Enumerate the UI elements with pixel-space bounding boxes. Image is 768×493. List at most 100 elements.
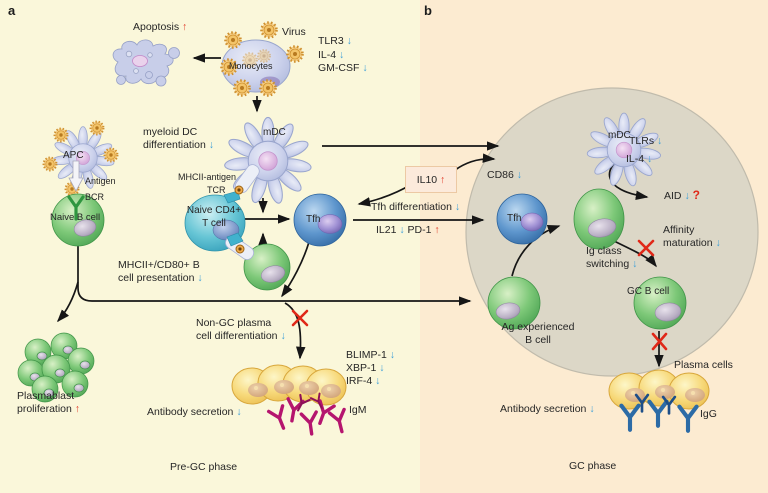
- cd86-text: CD86: [487, 169, 514, 181]
- tfh-cell-b: [496, 193, 548, 245]
- tfh-differentiation-label: Tfh differentiation ↓: [371, 201, 460, 214]
- bcr-label: BCR: [85, 192, 105, 202]
- pre-gc-phase-label: Pre-GC phase: [170, 461, 238, 473]
- ag-experienced-b-cell: [487, 276, 541, 330]
- down-arrow: ↓: [454, 201, 461, 213]
- ig-class-line2: switching ↓: [586, 258, 637, 271]
- cd86-label: CD86 ↓: [487, 169, 522, 182]
- down-arrow: ↓: [346, 35, 352, 47]
- gc-b-cell-label: GC B cell: [627, 286, 670, 297]
- down-arrow: ↓: [236, 406, 242, 418]
- plasma-cells-label-b: Plasma cells: [674, 359, 733, 371]
- plasmablast-line2-text: proliferation: [17, 403, 72, 415]
- ag-experienced-line1: Ag experienced: [501, 321, 575, 333]
- irf4-item: IRF-4 ↓: [346, 375, 395, 388]
- down-arrow: ↓: [399, 224, 405, 236]
- down-arrow: ↓: [339, 48, 345, 61]
- down-arrow: ↓: [362, 62, 368, 74]
- tlrs-label: TLRs ↓: [629, 135, 662, 148]
- affinity-line2: maturation ↓: [663, 237, 721, 250]
- down-arrow: ↓: [197, 272, 203, 284]
- ig-class-line2-text: switching: [586, 258, 630, 270]
- gc-b-cell: [633, 276, 687, 330]
- antigen-label: Antigen: [85, 176, 116, 186]
- apoptosis-label: Apoptosis ↑: [133, 21, 187, 34]
- myeloid-dc-line2: differentiation ↓: [143, 139, 214, 152]
- b-cell-presenting: [243, 243, 291, 291]
- blimp1-item: BLIMP-1 ↓: [346, 349, 395, 362]
- up-arrow: ↑: [440, 173, 446, 186]
- arrow-agexp-to-greenb: [511, 225, 561, 277]
- naive-cd4-line2: T cell: [202, 218, 226, 229]
- question-mark: ?: [692, 188, 700, 202]
- gmcsf-text: GM-CSF: [318, 62, 360, 74]
- il4-text: IL-4: [318, 48, 337, 61]
- plasmablast-line2: proliferation ↑: [17, 403, 80, 416]
- down-arrow: ↓: [208, 139, 215, 151]
- cytokine-list-a: TLR3 ↓ IL-4 ↓ GM-CSF ↓: [318, 35, 368, 76]
- affinity-maturation-label: Affinity maturation ↓: [663, 224, 721, 250]
- down-arrow: ↓: [375, 375, 381, 387]
- plasmablast-line1: Plasmablast: [17, 390, 75, 402]
- non-gc-line1: Non-GC plasma: [196, 317, 272, 329]
- down-arrow: ↓: [657, 135, 663, 147]
- non-gc-label: Non-GC plasma cell differentiation ↓: [196, 317, 286, 343]
- arrow-tfh-to-junction: [281, 241, 310, 298]
- tfh-diff-text: Tfh differentiation: [371, 201, 452, 213]
- tlrs-text: TLRs: [629, 135, 655, 147]
- down-arrow: ↓: [684, 190, 690, 202]
- gc-phase-label: GC phase: [569, 460, 617, 472]
- antibody-secretion-label-a: Antibody secretion ↓: [147, 406, 242, 419]
- cytokine-gmcsf: GM-CSF ↓: [318, 62, 368, 76]
- ig-class-line1: Ig class: [586, 245, 622, 257]
- plasmablast-label: Plasmablast proliferation ↑: [17, 390, 80, 416]
- plasma-cells-a: [231, 364, 347, 406]
- xbp1-text: XBP-1: [346, 362, 377, 374]
- myeloid-dc-label: myeloid DC differentiation ↓: [143, 126, 214, 152]
- ig-class-switching-label: Ig class switching ↓: [586, 245, 637, 271]
- up-arrow: ↑: [434, 224, 440, 236]
- mhcii-cd80-label: MHCII+/CD80+ B cell presentation ↓: [118, 259, 203, 285]
- antigen-arrow: [68, 160, 84, 192]
- bcr-receptor: [67, 195, 85, 221]
- monocytes-label: Monocytes: [229, 61, 273, 71]
- non-gc-line2-text: cell differentiation: [196, 330, 278, 342]
- panel-a-letter: a: [8, 3, 16, 18]
- blocked-x-layer: [291, 239, 668, 351]
- mhcii-antigen-label: MHCII-antigen: [178, 172, 237, 182]
- up-arrow: ↑: [74, 403, 81, 415]
- down-arrow: ↓: [389, 349, 396, 361]
- plasmablast-cluster: [17, 332, 95, 403]
- il21-text: IL21: [376, 224, 397, 236]
- antibody-secretion-text-a: Antibody secretion: [147, 406, 234, 418]
- arrow-to-plasmablast: [56, 281, 79, 323]
- arrow-il10-to-cd86: [454, 153, 496, 171]
- igm-label: IgM: [349, 404, 367, 416]
- virus-label: Virus: [282, 26, 306, 38]
- down-arrow: ↓: [280, 330, 286, 342]
- il10-text: IL10: [416, 173, 438, 186]
- bcell-tcell-synapse: [225, 232, 255, 260]
- cytokine-tlr3: TLR3 ↓: [318, 35, 368, 49]
- down-arrow: ↓: [632, 258, 638, 270]
- apoptosis-text: Apoptosis: [133, 21, 180, 33]
- x-gcb-to-plasma: [651, 332, 668, 351]
- affinity-line2-text: maturation: [663, 237, 713, 249]
- xbp1-item: XBP-1 ↓: [346, 362, 395, 375]
- blimp1-text: BLIMP-1: [346, 349, 387, 361]
- antibody-secretion-text-b: Antibody secretion: [500, 403, 587, 415]
- mhcii-cd80-line2: cell presentation ↓: [118, 272, 203, 285]
- ag-experienced-line2: B cell: [525, 334, 551, 346]
- tfh-cell-a: [293, 193, 347, 247]
- gc-green-cell: [573, 188, 625, 250]
- tlr3-text: TLR3: [318, 35, 344, 47]
- naive-cd4-line1: Naive CD4+: [186, 205, 242, 216]
- down-arrow: ↓: [516, 169, 523, 181]
- mhcii-cd80-line1: MHCII+/CD80+ B: [118, 259, 200, 271]
- x-affinity-maturation: [637, 239, 655, 257]
- igg-label: IgG: [700, 408, 717, 420]
- mdc-tcell-synapse: [223, 164, 260, 204]
- il4-text-b: IL-4: [626, 153, 645, 165]
